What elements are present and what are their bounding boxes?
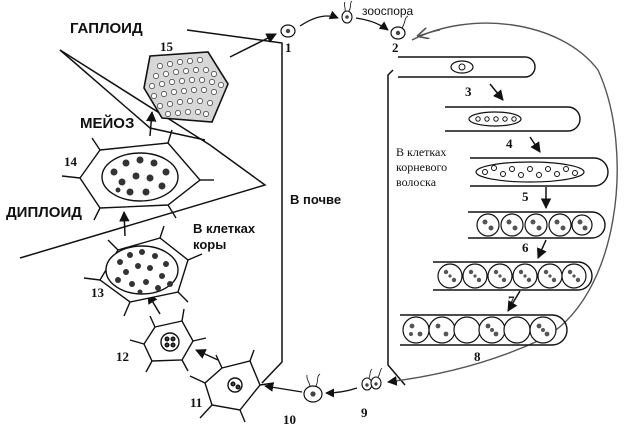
cortex-label-line1: В клетках xyxy=(193,221,256,236)
arrow-15-to-1 xyxy=(229,33,277,58)
stage-number-10: 10 xyxy=(283,412,296,427)
stage-3-root-hair xyxy=(398,56,536,78)
stage-14-infected-cell xyxy=(61,129,214,221)
arrow-1-to-zoospore xyxy=(299,10,339,27)
arrow-9-to-10 xyxy=(325,387,358,398)
stage-number-1: 1 xyxy=(285,40,292,55)
stage-number-13: 13 xyxy=(91,285,105,300)
stage-15-spore-pattern xyxy=(149,57,224,117)
stage-number-8: 8 xyxy=(474,349,481,364)
zoospore-entry-arrow xyxy=(418,30,441,36)
roothair-label-line2: корневого xyxy=(396,160,447,174)
stage-13-nuclei xyxy=(115,249,173,295)
cycle-return-arrow xyxy=(387,22,618,386)
stage-numbers: 1 2 3 4 5 6 7 8 9 10 11 12 13 14 15 xyxy=(64,39,529,427)
arrow-3-to-4 xyxy=(489,83,504,101)
stage-10-zoospore xyxy=(303,373,323,403)
stage-number-7: 7 xyxy=(508,293,515,308)
arrow-14-to-15 xyxy=(145,110,157,137)
stage-11-cortex-cell xyxy=(189,349,275,423)
roothair-label-line1: В клетках xyxy=(396,145,446,159)
arrow-6-to-7 xyxy=(537,239,547,259)
arrow-4-to-5 xyxy=(529,136,541,153)
stage-number-11: 11 xyxy=(190,395,202,410)
haploid-label: ГАПЛОИД xyxy=(70,20,143,37)
stage-number-6: 6 xyxy=(522,240,529,255)
stage-number-12: 12 xyxy=(116,349,129,364)
stage-8-root-hair xyxy=(400,314,568,346)
stage-1b-zoospore xyxy=(341,0,353,24)
stage-1-spore xyxy=(280,24,296,38)
meiosis-label: МЕЙОЗ xyxy=(80,114,134,132)
stage-number-3: 3 xyxy=(465,84,472,99)
stage-15-resting-spores-cell xyxy=(143,51,229,123)
stage-13-infected-cell xyxy=(83,225,203,317)
stage-2-zoospore xyxy=(390,15,409,40)
arrow-7-to-8 xyxy=(507,290,521,312)
stage-number-9: 9 xyxy=(361,405,368,420)
stage-number-5: 5 xyxy=(522,189,529,204)
roothair-label-line3: волоска xyxy=(396,175,437,189)
stage-4-root-hair xyxy=(445,106,581,132)
soil-boundary-lines xyxy=(186,29,406,386)
arrow-10-to-11 xyxy=(264,382,303,393)
stage-14-nuclei xyxy=(110,156,170,196)
stage-number-2: 2 xyxy=(392,40,399,55)
stage-7-root-hair xyxy=(433,261,593,291)
diploid-label: ДИПЛОИД xyxy=(6,204,82,221)
stage-number-15: 15 xyxy=(160,39,174,54)
stage-number-14: 14 xyxy=(64,154,78,169)
stage-12-cortex-cell xyxy=(129,308,207,373)
stage-number-4: 4 xyxy=(506,136,513,151)
arrow-13-to-14 xyxy=(119,210,130,237)
stage-6-root-hair xyxy=(468,211,606,239)
in-soil-label: В почве xyxy=(290,192,341,207)
cortex-label-line2: коры xyxy=(193,237,226,252)
stage-9-zoospores xyxy=(361,367,383,391)
arrow-11-to-12 xyxy=(195,349,219,361)
arrow-zoospore-to-2 xyxy=(355,17,389,31)
stage-5-root-hair xyxy=(470,157,609,187)
zoospore-label: зооспора xyxy=(362,4,414,18)
